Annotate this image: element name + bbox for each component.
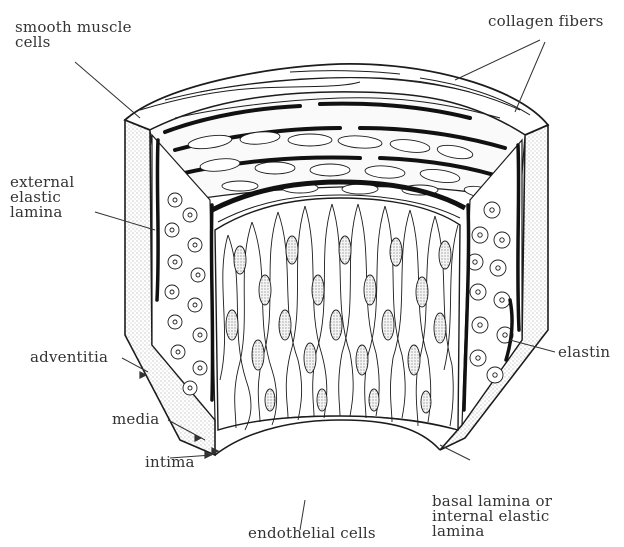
label-smooth-muscle-cells: smooth muscle cells [15, 20, 132, 50]
leader-collagen-2 [515, 42, 545, 112]
lumen-bottom-edge [215, 420, 440, 455]
leader-basal-lamina [440, 445, 470, 460]
label-elastin: elastin [558, 345, 610, 360]
leader-collagen-1 [455, 40, 540, 80]
label-basal-lamina: basal lamina or internal elastic lamina [432, 494, 552, 539]
label-media: media [112, 412, 159, 427]
label-intima: intima [145, 455, 195, 470]
label-adventitia: adventitia [30, 350, 108, 365]
label-endothelial-cells: endothelial cells [248, 526, 376, 541]
label-external-elastic-lamina: external elastic lamina [10, 175, 74, 220]
label-collagen-fibers: collagen fibers [488, 14, 604, 29]
leader-smooth-muscle [75, 62, 140, 118]
